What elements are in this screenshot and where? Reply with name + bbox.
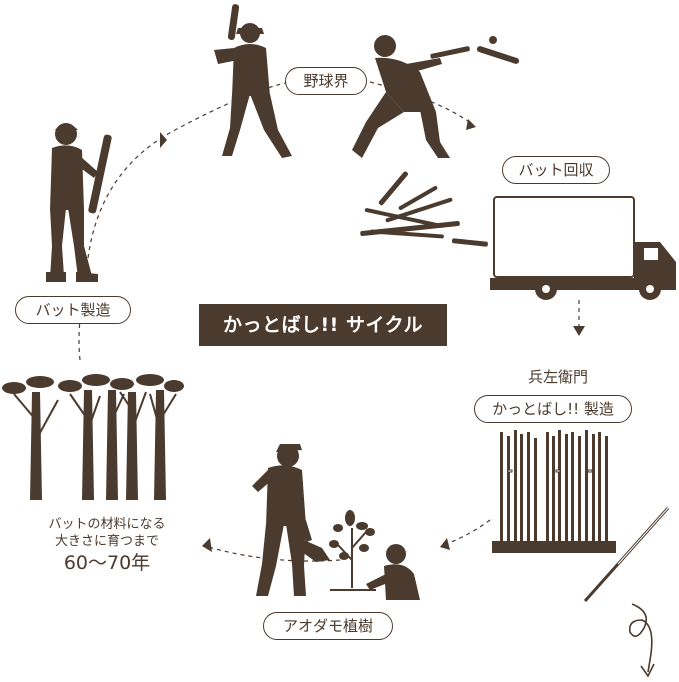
swinging-player-icon xyxy=(352,35,520,158)
label-growth-years: 60〜70年 xyxy=(63,552,151,574)
chopsticks-rack-icon xyxy=(492,430,616,553)
trees-icon xyxy=(2,374,184,500)
label-bat-making: バット製造 xyxy=(15,296,131,324)
child-icon xyxy=(366,544,420,600)
cycle-title: かっとばし!! サイクル xyxy=(199,304,447,346)
planter-icon xyxy=(252,444,330,596)
label-planting: アオダモ植樹 xyxy=(263,612,393,640)
craftsman-icon xyxy=(46,123,112,282)
arrow-heads xyxy=(160,119,585,552)
truck-icon xyxy=(490,196,676,300)
curly-arrow-icon xyxy=(628,603,655,678)
chopstick-icon xyxy=(583,507,670,602)
label-growth-line1: バットの材料になる xyxy=(48,517,166,532)
cycle-dashed-path xyxy=(78,81,580,562)
label-bat-collection: バット回収 xyxy=(502,156,610,184)
sapling-icon xyxy=(329,510,376,591)
label-maker: 兵左衛門 xyxy=(527,368,588,386)
label-product-making: かっとばし!! 製造 xyxy=(474,395,632,423)
broken-bats-icon xyxy=(360,171,488,247)
label-baseball: 野球界 xyxy=(285,67,367,95)
label-growth-line2: 大きさに育つまで xyxy=(54,534,159,549)
batter-icon xyxy=(214,4,292,158)
